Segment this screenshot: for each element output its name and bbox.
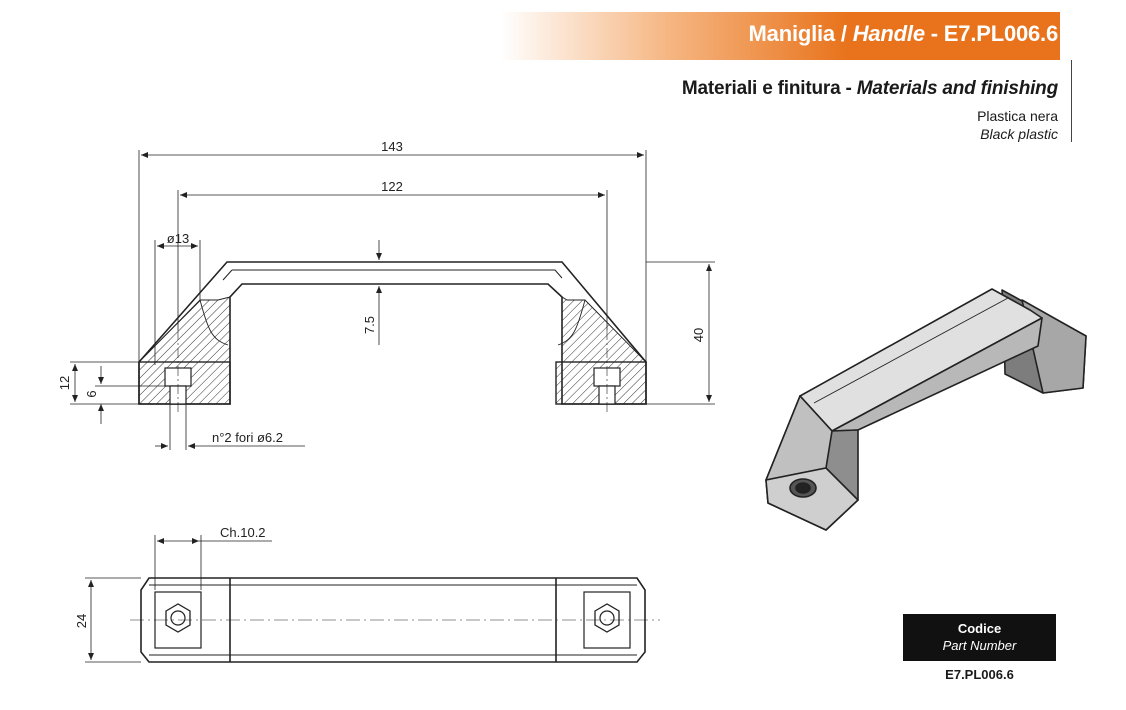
dim-height: 40 xyxy=(691,328,706,342)
holes-note: n°2 fori ø6.2 xyxy=(212,430,283,445)
part-number-value: E7.PL006.6 xyxy=(945,667,1014,682)
dim-width: 24 xyxy=(74,614,89,628)
title-italic: Handle xyxy=(852,21,925,46)
top-view xyxy=(130,577,660,663)
part-number-label-en: Part Number xyxy=(942,638,1017,653)
dim-hex-size: Ch.10.2 xyxy=(220,525,266,540)
handle-3d-view xyxy=(765,288,1087,531)
front-dimensions xyxy=(70,150,715,450)
materials-heading: Materiali e finitura - Materials and fin… xyxy=(682,78,1058,100)
material-en: Black plastic xyxy=(980,126,1058,142)
dim-boss-diameter: ø13 xyxy=(167,231,189,246)
part-number-label-it: Codice xyxy=(957,621,1002,636)
part-number-label-box: Codice Part Number xyxy=(903,614,1056,661)
materials-heading-it: Materiali e finitura - xyxy=(681,78,857,99)
title-prefix: Maniglia / xyxy=(748,21,853,46)
front-view xyxy=(137,261,648,415)
page-title: Maniglia / Handle - E7.PL006.6 xyxy=(748,21,1059,47)
dim-thickness: 7.5 xyxy=(362,316,377,334)
dim-counterbore-depth: 6 xyxy=(84,390,99,397)
header-divider xyxy=(1071,60,1072,142)
dim-hole-spacing: 122 xyxy=(381,179,403,194)
materials-heading-en: Materials and finishing xyxy=(856,78,1058,99)
dim-overall-length: 143 xyxy=(381,139,403,154)
material-it: Plastica nera xyxy=(977,108,1058,124)
header-banner xyxy=(500,12,1060,60)
top-dimensions xyxy=(85,535,272,663)
dim-base-height: 12 xyxy=(57,376,72,390)
title-suffix: - E7.PL006.6 xyxy=(924,21,1058,46)
